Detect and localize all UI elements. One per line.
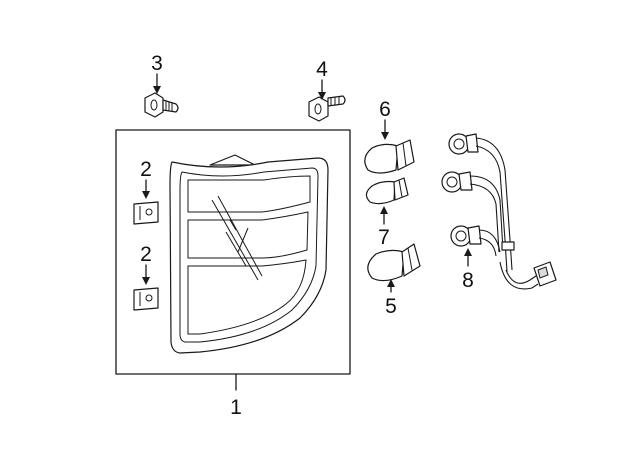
clip-nut-upper bbox=[133, 201, 159, 225]
callout-2-lower: 2 bbox=[140, 243, 152, 266]
callout-8: 8 bbox=[462, 269, 474, 292]
callout-5: 5 bbox=[385, 295, 397, 318]
lamp-assembly-group bbox=[115, 129, 351, 375]
harness-connector bbox=[533, 261, 557, 287]
bulb-small bbox=[365, 177, 409, 205]
callout-2-upper: 2 bbox=[140, 158, 152, 181]
assembly-box bbox=[115, 129, 351, 375]
callout-7: 7 bbox=[378, 226, 390, 249]
callout-1: 1 bbox=[230, 396, 242, 419]
leader-lines bbox=[142, 73, 472, 391]
callout-4: 4 bbox=[316, 58, 328, 81]
socket-top bbox=[448, 133, 479, 155]
callout-3: 3 bbox=[151, 52, 163, 75]
socket-bottom bbox=[450, 225, 482, 247]
bolt-left bbox=[144, 92, 179, 118]
clip-nut-lower bbox=[133, 287, 159, 311]
tail-lamp-housing bbox=[169, 154, 329, 354]
socket-harness bbox=[441, 133, 557, 290]
bulb-upper bbox=[364, 139, 415, 174]
bolt-right bbox=[308, 95, 346, 122]
bulb-lower bbox=[367, 243, 421, 282]
socket-middle bbox=[441, 171, 473, 193]
callout-labels: 3 4 6 2 2 7 5 8 1 bbox=[140, 52, 474, 419]
callout-6: 6 bbox=[379, 98, 391, 121]
